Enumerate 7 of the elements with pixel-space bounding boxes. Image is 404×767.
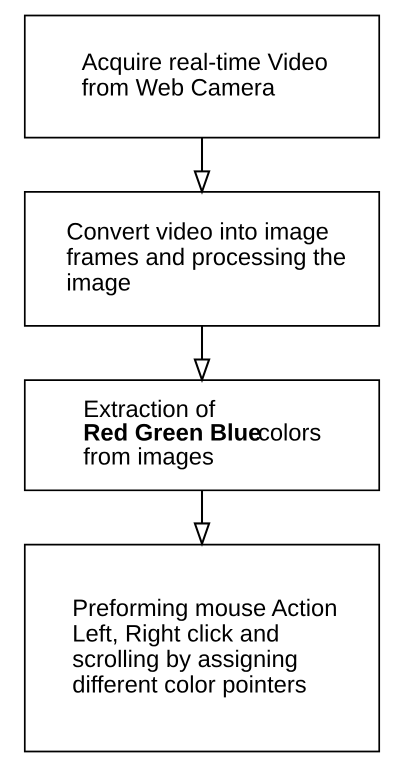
node-box: Extraction of Red Green Bluecolors from images bbox=[24, 379, 380, 492]
node-box: Acquire real-time Video from Web Camera bbox=[24, 14, 380, 138]
arrow bbox=[193, 138, 211, 195]
node-box: Preforming mouse Action Left, Right click and scrolling by assigning different color pointers bbox=[24, 544, 380, 752]
node-box: Convert video into image frames and processing the image bbox=[24, 191, 380, 327]
arrow bbox=[193, 326, 211, 383]
arrow bbox=[193, 490, 211, 547]
